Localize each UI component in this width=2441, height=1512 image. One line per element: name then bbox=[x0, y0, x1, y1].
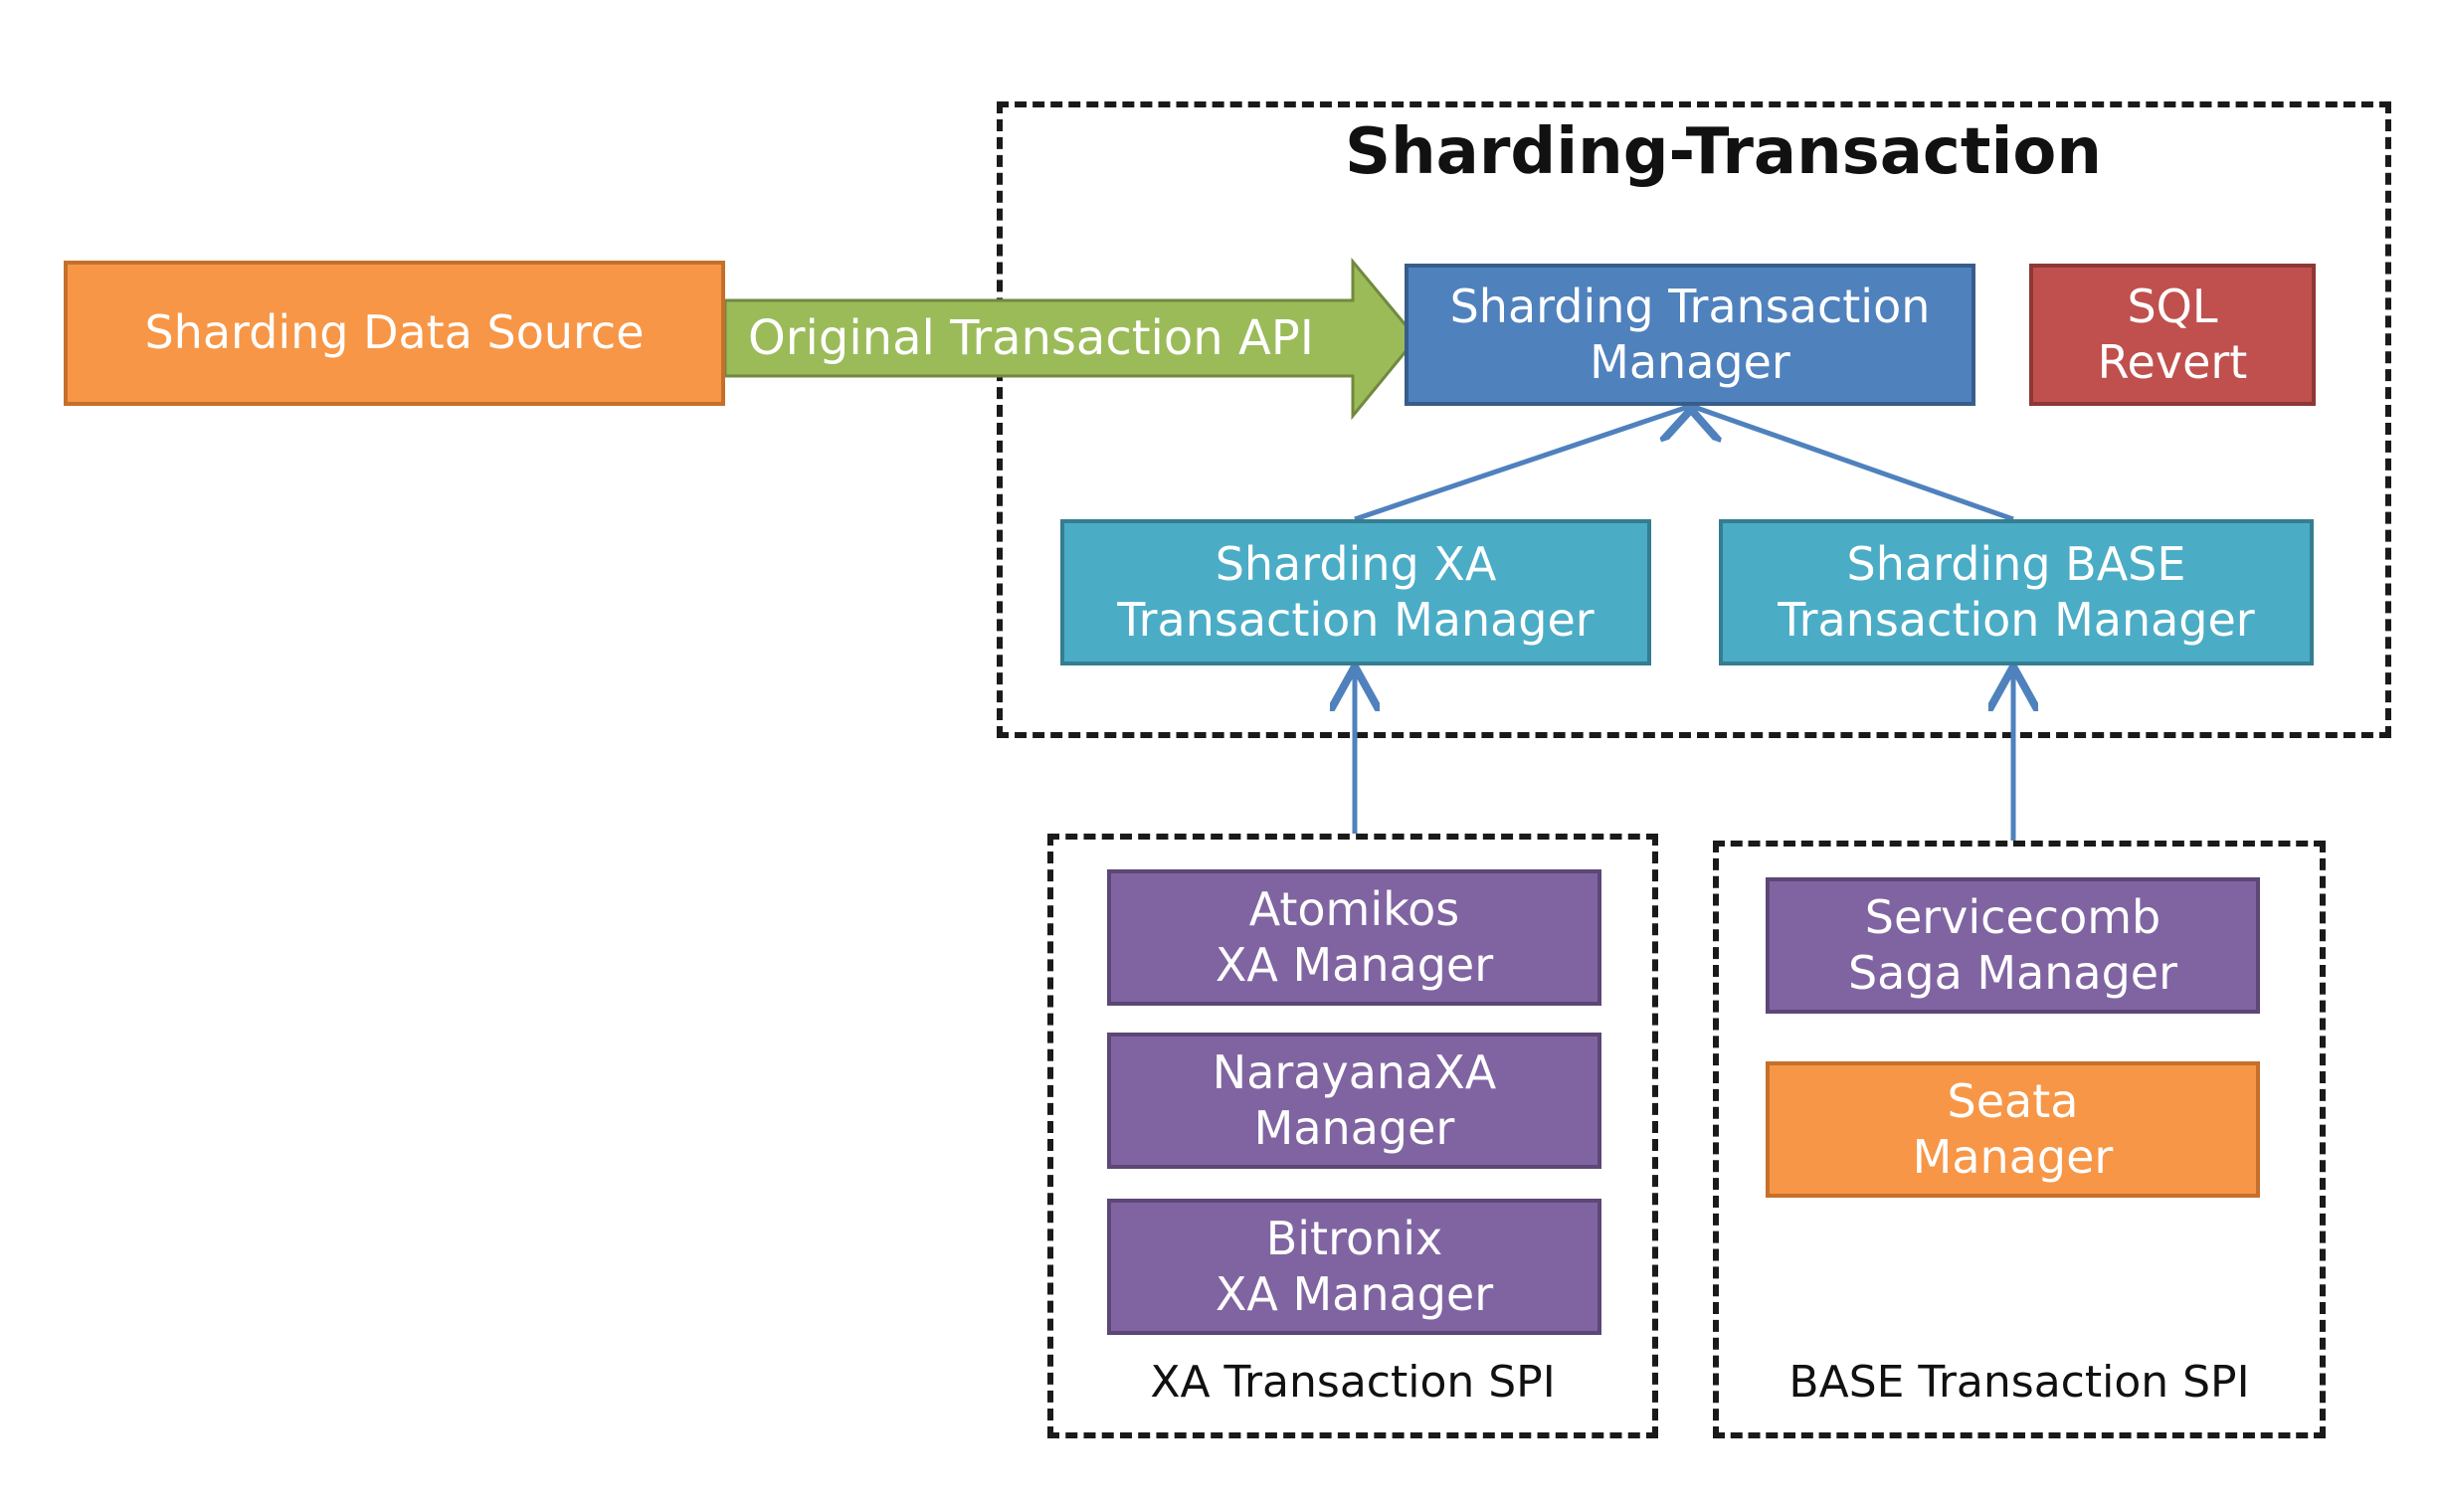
sharding-base-transaction-manager-label: Sharding BASE Transaction Manager bbox=[1778, 537, 2255, 647]
xa-transaction-spi-caption: XA Transaction SPI bbox=[1150, 1357, 1556, 1408]
bitronix-xa-manager-box: Bitronix XA Manager bbox=[1107, 1199, 1601, 1335]
narayana-xa-manager-box: NarayanaXA Manager bbox=[1107, 1033, 1601, 1169]
atomikos-xa-manager-label: Atomikos XA Manager bbox=[1215, 882, 1494, 992]
servicecomb-saga-manager-box: Servicecomb Saga Manager bbox=[1766, 877, 2260, 1014]
sql-revert-box: SQL Revert bbox=[2029, 264, 2316, 406]
diagram-title: Sharding-Transaction bbox=[1345, 115, 2102, 189]
seata-manager-label: Seata Manager bbox=[1912, 1074, 2114, 1184]
sharding-transaction-manager-box: Sharding Transaction Manager bbox=[1405, 264, 1975, 406]
sharding-data-source-box: Sharding Data Source bbox=[64, 261, 725, 406]
xa-transaction-spi-container bbox=[1047, 834, 1658, 1438]
sharding-transaction-manager-label: Sharding Transaction Manager bbox=[1449, 280, 1931, 389]
bitronix-xa-manager-label: Bitronix XA Manager bbox=[1215, 1212, 1494, 1321]
base-transaction-spi-container bbox=[1713, 841, 2326, 1438]
narayana-xa-manager-label: NarayanaXA Manager bbox=[1212, 1045, 1497, 1155]
sharding-base-transaction-manager-box: Sharding BASE Transaction Manager bbox=[1719, 519, 2314, 665]
sharding-xa-transaction-manager-box: Sharding XA Transaction Manager bbox=[1060, 519, 1651, 665]
base-transaction-spi-caption: BASE Transaction SPI bbox=[1788, 1357, 2250, 1408]
seata-manager-box: Seata Manager bbox=[1766, 1061, 2260, 1198]
sharding-xa-transaction-manager-label: Sharding XA Transaction Manager bbox=[1117, 537, 1595, 647]
sql-revert-label: SQL Revert bbox=[2097, 280, 2248, 389]
sharding-data-source-label: Sharding Data Source bbox=[144, 305, 645, 360]
atomikos-xa-manager-box: Atomikos XA Manager bbox=[1107, 869, 1601, 1006]
servicecomb-saga-manager-label: Servicecomb Saga Manager bbox=[1847, 890, 2178, 1000]
original-transaction-api-label: Original Transaction API bbox=[748, 310, 1314, 366]
